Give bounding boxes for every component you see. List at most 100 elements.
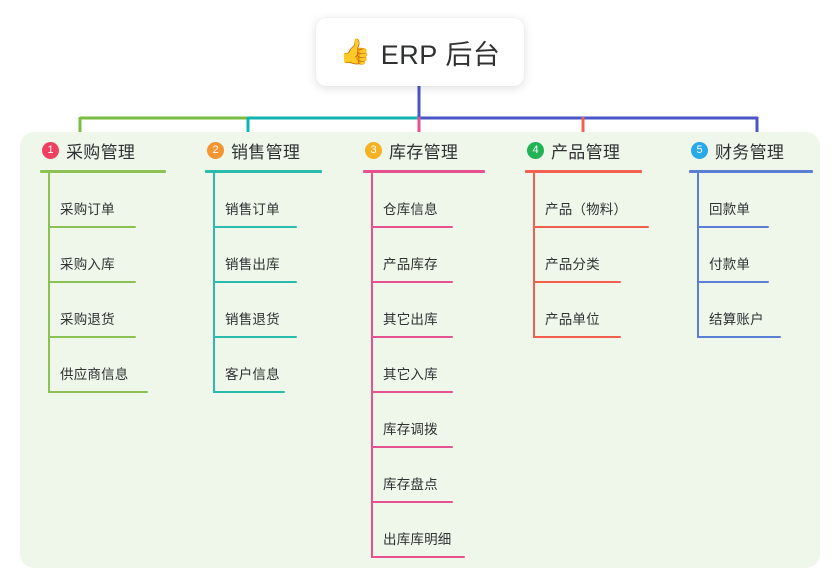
branch-item-label: 库存调拨 (383, 422, 438, 437)
branch-item[interactable]: 供应商信息 (48, 338, 205, 393)
branch-item-label: 产品（物料） (545, 202, 628, 217)
branch-item[interactable]: 采购退货 (48, 283, 205, 338)
branch-item-underline (48, 226, 136, 228)
branch-item-label: 付款单 (709, 257, 751, 272)
branch-item-underline (213, 336, 297, 338)
branch-column-1: 1 采购管理采购订单采购入库采购退货供应商信息 (40, 132, 205, 393)
branch-spine-4 (533, 173, 535, 338)
branch-item-underline (213, 281, 297, 283)
branch-underline-4 (525, 170, 642, 173)
branch-item-label: 其它入库 (383, 367, 438, 382)
branches-panel (20, 132, 820, 568)
branch-item-label: 其它出库 (383, 312, 438, 327)
branch-item-underline (371, 281, 453, 283)
branch-item-label: 产品单位 (545, 312, 600, 327)
branch-item[interactable]: 采购订单 (48, 173, 205, 228)
branch-items-2: 销售订单销售出库销售退货客户信息 (213, 173, 370, 393)
branch-item-label: 销售出库 (225, 257, 280, 272)
branch-spine-3 (371, 173, 373, 558)
branch-title-3: 库存管理 (389, 142, 459, 162)
branch-item[interactable]: 产品分类 (533, 228, 690, 283)
branch-items-3: 仓库信息产品库存其它出库其它入库库存调拨库存盘点出库库明细 (371, 173, 528, 558)
branch-item-underline (371, 556, 465, 558)
branch-item-label: 回款单 (709, 202, 751, 217)
branch-item[interactable]: 销售订单 (213, 173, 370, 228)
branch-item-label: 产品库存 (383, 257, 438, 272)
branch-spine-5 (697, 173, 699, 338)
branch-item-label: 产品分类 (545, 257, 600, 272)
branch-badge-1: 1 (42, 141, 59, 159)
branch-underline-1 (40, 170, 166, 173)
branch-items-1: 采购订单采购入库采购退货供应商信息 (48, 173, 205, 393)
branch-item[interactable]: 出库库明细 (371, 503, 528, 558)
branch-item-underline (48, 281, 136, 283)
branch-badge-2: 2 (207, 141, 224, 159)
branch-item-underline (697, 336, 781, 338)
branch-item-underline (533, 281, 621, 283)
branch-spine-1 (48, 173, 50, 393)
branch-item-label: 出库库明细 (383, 532, 452, 547)
branch-item[interactable]: 库存盘点 (371, 448, 528, 503)
branch-badge-4: 4 (527, 141, 544, 159)
branch-item-label: 采购退货 (60, 312, 115, 327)
branch-item[interactable]: 销售出库 (213, 228, 370, 283)
branch-title-5: 财务管理 (715, 142, 785, 162)
branch-spine-2 (213, 173, 215, 393)
branch-item-underline (371, 391, 453, 393)
branch-item[interactable]: 销售退货 (213, 283, 370, 338)
branch-item[interactable]: 结算账户 (697, 283, 839, 338)
branch-item[interactable]: 产品单位 (533, 283, 690, 338)
branch-item[interactable]: 其它出库 (371, 283, 528, 338)
branch-column-4: 4 产品管理产品（物料） 产品分类产品单位 (525, 132, 690, 338)
root-node[interactable]: 👍 ERP 后台 (316, 18, 524, 86)
branch-item-underline (371, 226, 453, 228)
branch-title-1: 采购管理 (66, 142, 136, 162)
branch-underline-3 (363, 170, 485, 173)
branch-item-label: 库存盘点 (383, 477, 438, 492)
root-title: ERP 后台 (380, 39, 501, 70)
branch-column-2: 2 销售管理销售订单销售出库销售退货客户信息 (205, 132, 370, 393)
branch-items-5: 回款单付款单结算账户 (697, 173, 839, 338)
branch-underline-5 (689, 170, 813, 173)
branch-item[interactable]: 采购入库 (48, 228, 205, 283)
branch-item-underline (371, 446, 453, 448)
branch-item-label: 销售订单 (225, 202, 280, 217)
branch-item[interactable]: 付款单 (697, 228, 839, 283)
branch-item-underline (697, 226, 769, 228)
branch-item-label: 结算账户 (709, 312, 764, 327)
branch-header-5[interactable]: 5 财务管理 (689, 132, 839, 168)
branch-items-4: 产品（物料） 产品分类产品单位 (533, 173, 690, 338)
branch-item-label: 采购订单 (60, 202, 115, 217)
branch-item-underline (48, 336, 136, 338)
branch-title-4: 产品管理 (551, 142, 621, 162)
branch-item[interactable]: 其它入库 (371, 338, 528, 393)
branch-header-1[interactable]: 1 采购管理 (40, 132, 205, 168)
branch-item[interactable]: 库存调拨 (371, 393, 528, 448)
branch-item-label: 采购入库 (60, 257, 115, 272)
branch-column-5: 5 财务管理回款单付款单结算账户 (689, 132, 839, 338)
branch-item[interactable]: 仓库信息 (371, 173, 528, 228)
branch-underline-2 (205, 170, 322, 173)
branch-header-3[interactable]: 3 库存管理 (363, 132, 528, 168)
branch-item-underline (48, 391, 148, 393)
branch-badge-3: 3 (365, 141, 382, 159)
branch-item-label: 仓库信息 (383, 202, 438, 217)
branch-item[interactable]: 客户信息 (213, 338, 370, 393)
branch-item-underline (371, 501, 453, 503)
branch-item-underline (213, 391, 285, 393)
branch-title-2: 销售管理 (231, 142, 301, 162)
branch-item[interactable]: 产品（物料） (533, 173, 690, 228)
branch-item-label: 销售退货 (225, 312, 280, 327)
branch-item-underline (533, 226, 649, 228)
branch-item-underline (213, 226, 297, 228)
branch-badge-5: 5 (691, 141, 708, 159)
branch-header-2[interactable]: 2 销售管理 (205, 132, 370, 168)
branch-item-underline (533, 336, 621, 338)
branch-item-label: 供应商信息 (60, 367, 129, 382)
branch-header-4[interactable]: 4 产品管理 (525, 132, 690, 168)
branch-item[interactable]: 产品库存 (371, 228, 528, 283)
branch-item[interactable]: 回款单 (697, 173, 839, 228)
thumbs-up-icon: 👍 (339, 37, 371, 66)
